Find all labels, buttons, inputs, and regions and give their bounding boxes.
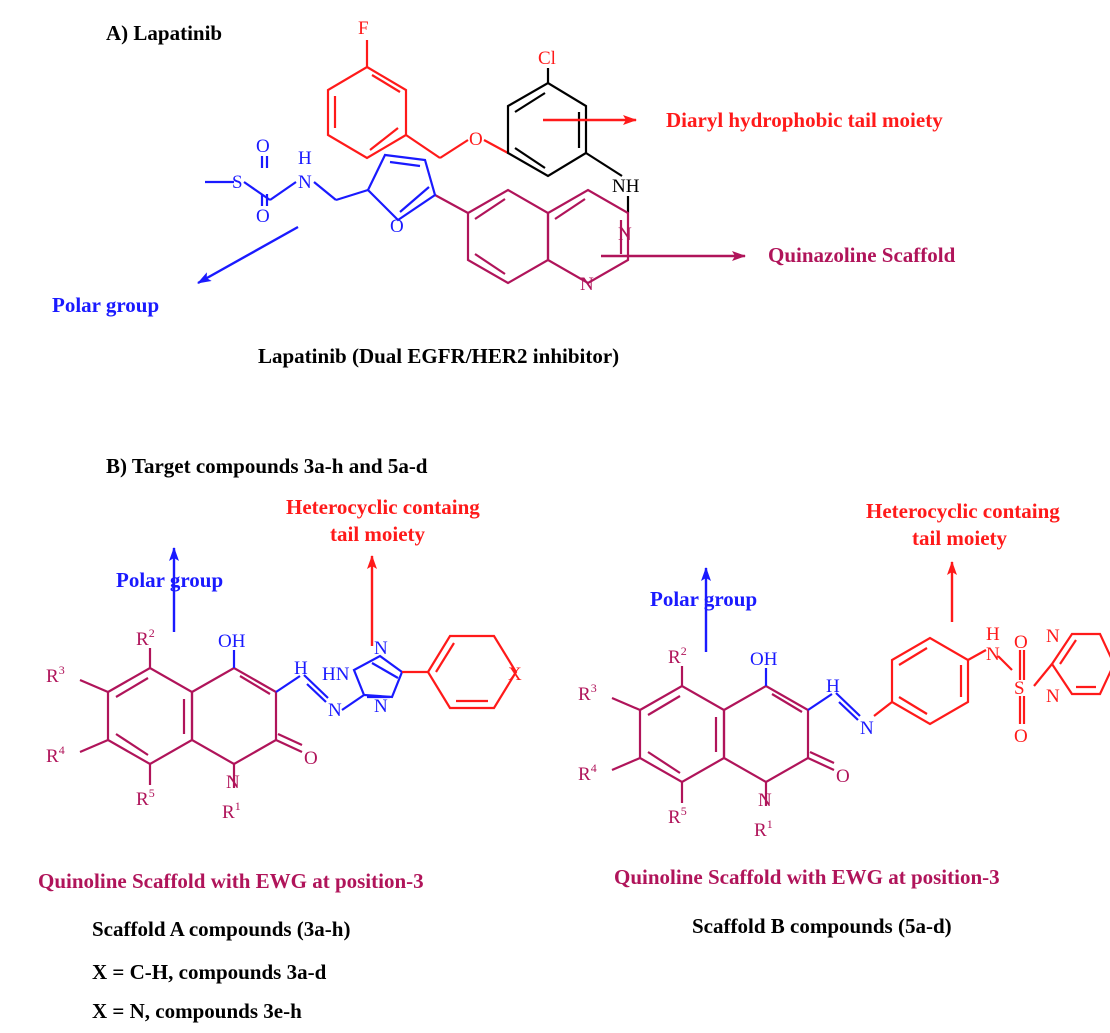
atom-s: S [232, 172, 243, 193]
label-tail-scaffold-b-line2: tail moiety [912, 526, 1008, 550]
sulfonamide-pyrimidine [997, 632, 1110, 724]
atom-n1-a: N [226, 772, 240, 793]
atom-n1-b: N [758, 790, 772, 811]
quinoline-core-b [611, 666, 835, 806]
atom-o-s2: O [256, 206, 270, 227]
atom-o-s1: O [256, 136, 270, 157]
scaffold-b-structure [611, 632, 1110, 806]
label-quinoline-scaffold-a: Quinoline Scaffold with EWG at position-… [38, 869, 424, 893]
atom-nh-n: N [986, 644, 1000, 665]
label-tail-scaffold-a-line2: tail moiety [330, 522, 426, 546]
atom-r3-b: R3 [578, 681, 597, 705]
atom-cl: Cl [538, 48, 556, 69]
atom-f: F [358, 18, 369, 39]
fluorophenyl-ring [326, 40, 509, 160]
atom-n-pyrimidine-1: N [1046, 626, 1060, 647]
atom-r5-b: R5 [668, 804, 687, 828]
atom-o-ether: O [469, 129, 483, 150]
atom-r2-b: R2 [668, 644, 687, 668]
pyridyl-tail-ring [402, 634, 518, 710]
atom-n-triazole-1: N [374, 638, 388, 659]
atom-hn-triazole: HN [322, 664, 350, 685]
caption-lapatinib: Lapatinib (Dual EGFR/HER2 inhibitor) [258, 344, 619, 368]
label-polar-group-scaffold-b: Polar group [650, 587, 757, 611]
arrow-polar-a [197, 225, 299, 285]
atom-r4-b: R4 [578, 761, 597, 785]
atom-nh: NH [612, 176, 640, 197]
atom-o-s1-b: O [1014, 632, 1028, 653]
furan-amine-chain [205, 153, 437, 222]
atom-s-b: S [1014, 678, 1025, 699]
lapatinib-atom-labels: F Cl O NH N N O H N S O O [232, 18, 640, 295]
atom-r5-a: R5 [136, 786, 155, 810]
label-scaffold-a-compounds: Scaffold A compounds (3a-h) [92, 917, 350, 941]
atom-oh-b: OH [750, 649, 778, 670]
atom-x: X [508, 664, 522, 685]
scaffold-b-atom-labels: OH R2 R3 R4 R5 N R1 O H N H N S O O N N [578, 624, 1060, 841]
atom-n-triazole-2: N [374, 696, 388, 717]
label-tail-scaffold-b-line1: Heterocyclic containg [866, 499, 1060, 523]
label-polar-group-a: Polar group [52, 293, 159, 317]
atom-o-carbonyl-a: O [304, 748, 318, 769]
hydroxyl-imine-b [764, 668, 861, 721]
scaffold-a-atom-labels: OH R2 R3 R4 R5 N R1 O H N HN N N X [46, 626, 522, 823]
atom-r3-a: R3 [46, 663, 65, 687]
atom-o-furan: O [390, 216, 404, 237]
quinoline-core-a [79, 648, 303, 788]
label-tail-scaffold-a-line1: Heterocyclic containg [286, 495, 480, 519]
phenyl-linker-b [873, 636, 987, 726]
atom-ch-a: H [294, 658, 308, 679]
atom-o-s2-b: O [1014, 726, 1028, 747]
atom-n-q2: N [580, 274, 594, 295]
triazole-ring [341, 654, 404, 711]
label-diaryl-tail: Diaryl hydrophobic tail moiety [666, 108, 943, 132]
section-a-heading: A) Lapatinib [106, 21, 222, 45]
atom-ch-b: H [826, 676, 840, 697]
atom-r1-a: R1 [222, 799, 241, 823]
atom-r2-a: R2 [136, 626, 155, 650]
chloroaniline-ring [506, 68, 630, 213]
atom-n-pyrimidine-2: N [1046, 686, 1060, 707]
atom-n-q1: N [618, 224, 632, 245]
hydroxyl-imine-a [232, 650, 329, 703]
atom-r1-b: R1 [754, 817, 773, 841]
atom-o-carbonyl-b: O [836, 766, 850, 787]
scaffold-a-structure [79, 634, 518, 788]
atom-n-amine: N [298, 172, 312, 193]
lapatinib-structure [205, 40, 630, 285]
label-quinoline-scaffold-b: Quinoline Scaffold with EWG at position-… [614, 865, 1000, 889]
quinazoline-core [434, 188, 630, 285]
atom-n-imine-b: N [860, 718, 874, 739]
atom-h-amine: H [298, 148, 312, 169]
atom-nh-h: H [986, 624, 1000, 645]
note-x-n: X = N, compounds 3e-h [92, 999, 302, 1023]
label-polar-group-scaffold-a: Polar group [116, 568, 223, 592]
atom-oh-a: OH [218, 631, 246, 652]
label-quinazoline-scaffold: Quinazoline Scaffold [768, 243, 956, 267]
note-x-ch: X = C-H, compounds 3a-d [92, 960, 327, 984]
atom-r4-a: R4 [46, 743, 65, 767]
section-b-heading: B) Target compounds 3a-h and 5a-d [106, 454, 428, 478]
label-scaffold-b-compounds: Scaffold B compounds (5a-d) [692, 914, 952, 938]
atom-n-imine-a: N [328, 700, 342, 721]
